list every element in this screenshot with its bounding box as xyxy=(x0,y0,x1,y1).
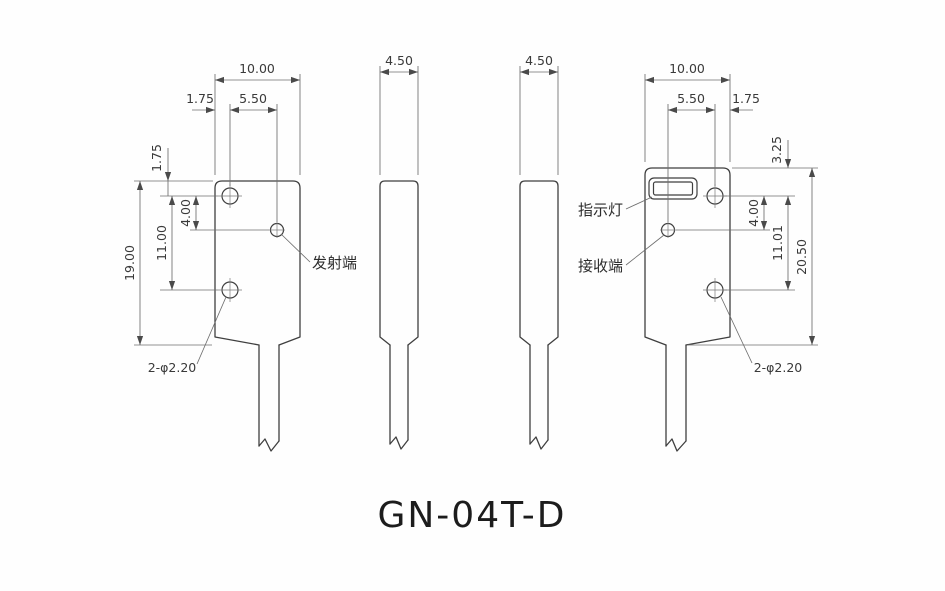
dim-transmitter-width: 10.00 xyxy=(239,61,275,76)
dim-transmitter-holes: 2-φ2.20 xyxy=(148,360,197,375)
dim-receiver-beam-to-hole: 5.50 xyxy=(677,91,705,106)
transmitter-beam-aperture xyxy=(269,222,285,238)
dim-transmitter-hole-pitch: 11.00 xyxy=(154,225,169,261)
leader-indicator-label xyxy=(625,196,653,210)
dim-receiver-holes: 2-φ2.20 xyxy=(754,360,803,375)
receiver-body-outline xyxy=(644,167,731,346)
transmitter-extension-lines xyxy=(134,74,301,346)
transmitter-hole-bottom xyxy=(218,278,242,302)
leader-transmitter-holes xyxy=(196,296,227,365)
receiver-beam-aperture xyxy=(660,222,676,238)
dim-receiver-top-to-hole: 3.25 xyxy=(769,136,784,164)
side-a-body-outline xyxy=(379,180,419,346)
dim-receiver-beam-offset: 4.00 xyxy=(746,199,761,227)
leader-receiver-label xyxy=(625,234,665,266)
indicator-led-window xyxy=(648,177,698,200)
drawing-title: GN-04T-D xyxy=(377,495,566,536)
view-side-b: 4.50 xyxy=(519,53,559,450)
side-b-dimension xyxy=(519,66,559,175)
label-receiver-beam: 接收端 xyxy=(578,257,623,275)
view-receiver: 10.00 5.50 1.75 3.25 4.00 11.01 20.50 指示… xyxy=(578,61,818,452)
dim-transmitter-left-margin: 1.75 xyxy=(186,91,214,106)
dim-receiver-width: 10.00 xyxy=(669,61,705,76)
view-transmitter: 10.00 1.75 5.50 1.75 4.00 11.00 19.00 发射… xyxy=(122,61,357,452)
transmitter-body-outline xyxy=(214,180,301,346)
leader-beam-label xyxy=(280,233,311,263)
dim-transmitter-hole-to-beam: 5.50 xyxy=(239,91,267,106)
dim-transmitter-top-margin: 1.75 xyxy=(149,144,164,172)
side-b-body-outline xyxy=(519,180,559,346)
side-a-cable xyxy=(389,344,409,450)
receiver-cable xyxy=(665,344,687,452)
dim-side-a-thickness: 4.50 xyxy=(385,53,413,68)
transmitter-dimension-lines xyxy=(136,76,300,345)
dim-side-b-thickness: 4.50 xyxy=(525,53,553,68)
dim-transmitter-beam-offset: 4.00 xyxy=(178,199,193,227)
transmitter-hole-top xyxy=(218,184,242,208)
dim-receiver-hole-pitch: 11.01 xyxy=(770,225,785,261)
receiver-extension-lines xyxy=(644,74,818,346)
view-side-a: 4.50 xyxy=(379,53,419,450)
leader-receiver-holes xyxy=(720,296,753,364)
label-transmitter-beam: 发射端 xyxy=(312,254,357,272)
dim-receiver-right-margin: 1.75 xyxy=(732,91,760,106)
label-indicator: 指示灯 xyxy=(578,201,623,219)
dim-transmitter-height: 19.00 xyxy=(122,245,137,281)
side-b-cable xyxy=(529,344,549,450)
receiver-dimension-lines xyxy=(645,76,816,345)
side-a-dimension xyxy=(379,66,419,175)
dim-receiver-height: 20.50 xyxy=(794,239,809,275)
transmitter-cable xyxy=(258,344,280,452)
